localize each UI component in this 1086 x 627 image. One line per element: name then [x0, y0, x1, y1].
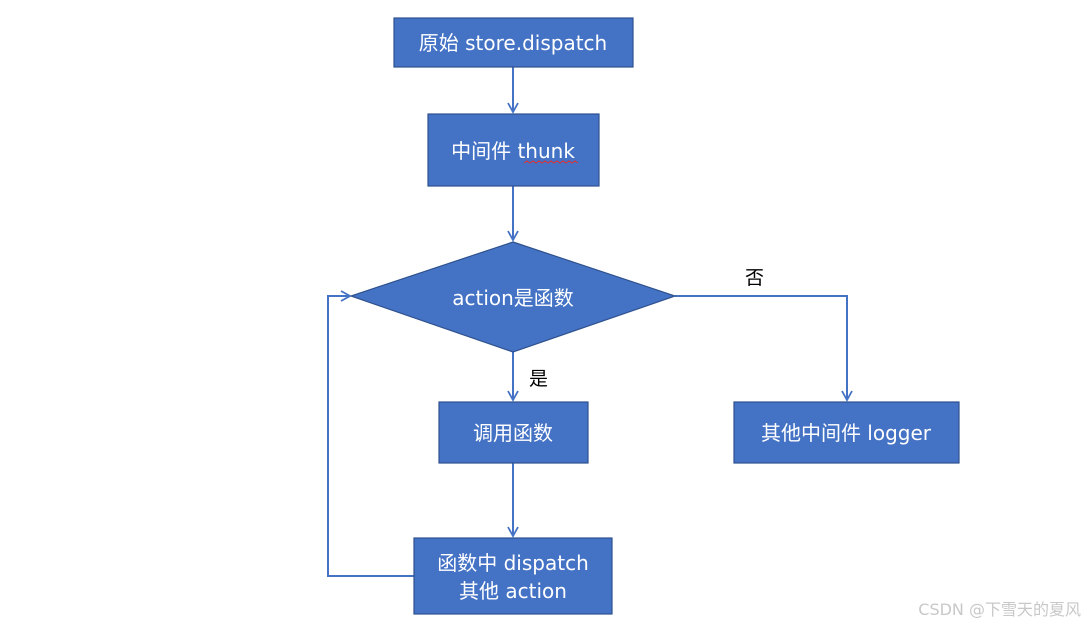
- other-middleware-label: 其他中间件 logger: [761, 421, 932, 445]
- thunk-node: 中间件 thunk: [427, 113, 600, 187]
- start-node: 原始 store.dispatch: [393, 17, 634, 68]
- inner-dispatch-node: 函数中 dispatch 其他 action: [413, 537, 613, 615]
- thunk-label-prefix: 中间件: [451, 139, 517, 163]
- inner-dispatch-line1: 函数中 dispatch: [437, 551, 589, 575]
- no-label: 否: [745, 267, 764, 289]
- decision-node: action是函数: [349, 241, 677, 353]
- thunk-label-word: thunk: [517, 139, 575, 163]
- csdn-watermark: CSDN @下雪天的夏风: [918, 600, 1081, 619]
- other-middleware-node: 其他中间件 logger: [733, 401, 960, 464]
- start-node-label: 原始 store.dispatch: [419, 31, 607, 55]
- edge-loop-back: [327, 290, 414, 577]
- edge-decision-no: [675, 295, 853, 402]
- call-function-label: 调用函数: [473, 421, 553, 445]
- spellcheck-underline: [523, 160, 579, 164]
- inner-dispatch-line2: 其他 action: [459, 579, 567, 603]
- connectors: [327, 67, 853, 577]
- yes-label: 是: [529, 368, 548, 390]
- thunk-node-label: 中间件 thunk: [451, 139, 575, 163]
- decision-node-label: action是函数: [452, 286, 574, 310]
- call-function-node: 调用函数: [438, 401, 589, 464]
